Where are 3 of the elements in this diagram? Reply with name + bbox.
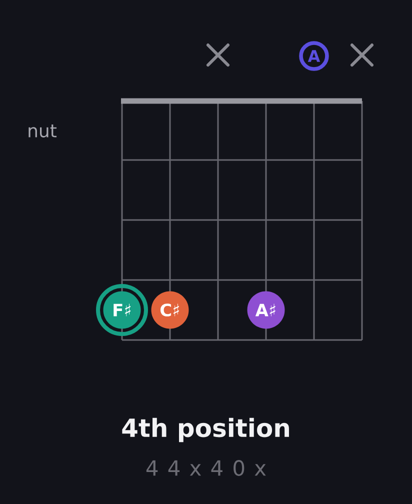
string-code: 4 4 x 4 0 x	[146, 460, 266, 476]
nut-label: nut	[28, 124, 57, 138]
chord-caption: 4th position	[122, 418, 289, 442]
